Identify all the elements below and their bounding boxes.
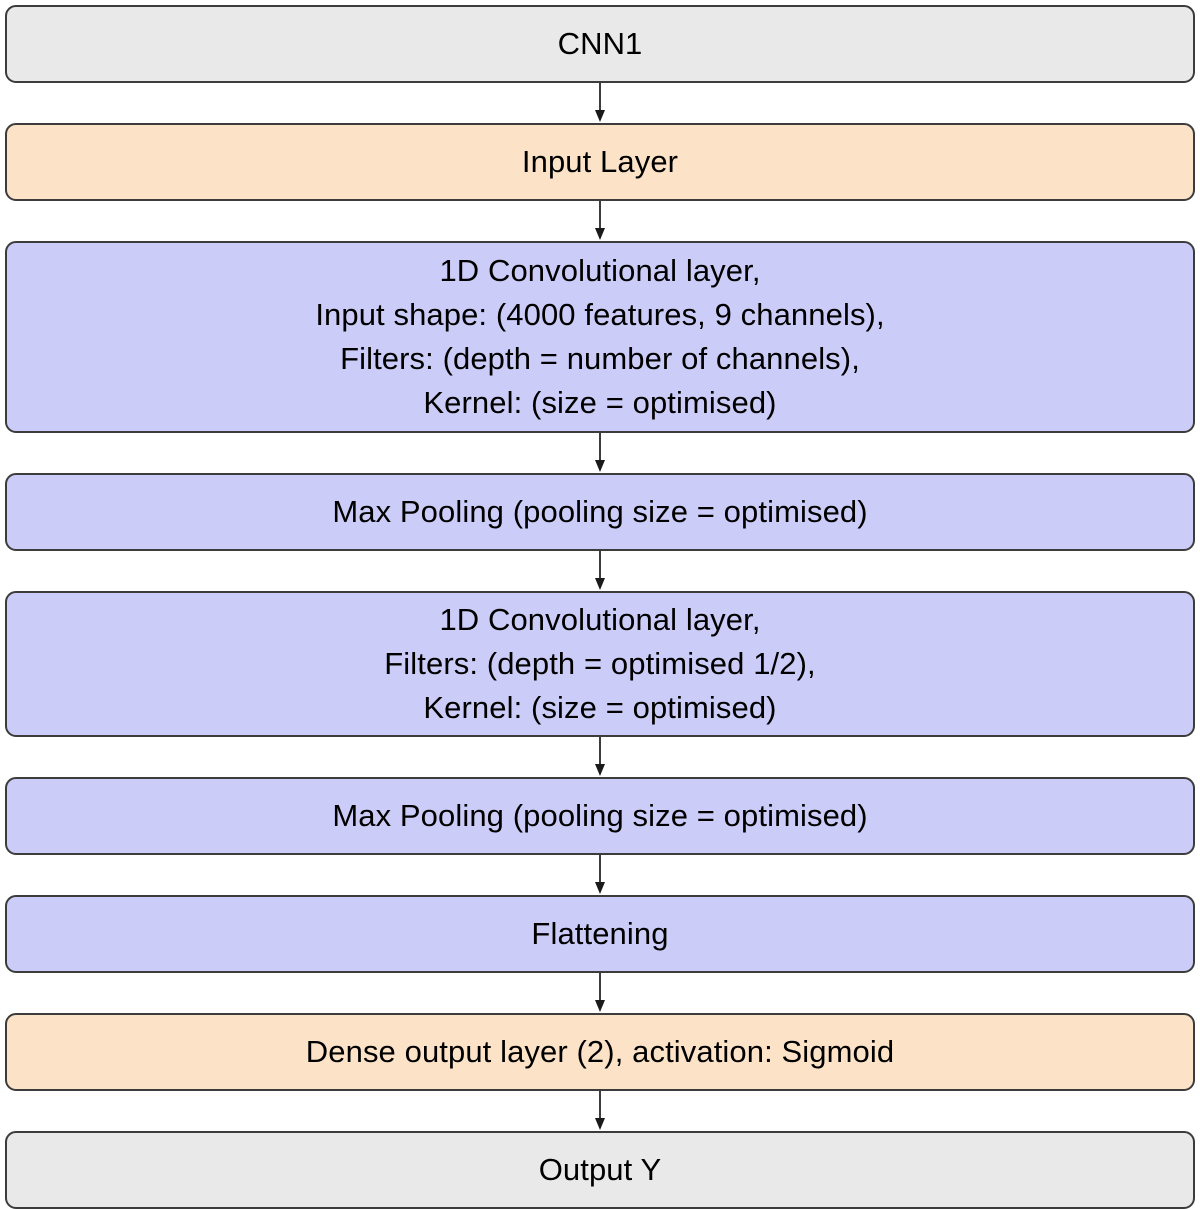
edge-input-layer-to-conv1d-1 [5, 201, 1195, 241]
edge-conv1d-1-to-maxpool-1 [5, 433, 1195, 473]
node-dense-output: Dense output layer (2), activation: Sigm… [5, 1013, 1195, 1091]
node-maxpool-2: Max Pooling (pooling size = optimised) [5, 777, 1195, 855]
node-flattening-label: Flattening [531, 916, 669, 951]
node-output-y: Output Y [5, 1131, 1195, 1209]
edge-flattening-to-dense-output [5, 973, 1195, 1013]
node-conv1d-1: 1D Convolutional layer, Input shape: (40… [5, 241, 1195, 433]
node-maxpool-1: Max Pooling (pooling size = optimised) [5, 473, 1195, 551]
node-output-y-label: Output Y [538, 1152, 662, 1187]
node-conv1d-2-label: 1D Convolutional layer, Filters: (depth … [384, 602, 816, 725]
node-conv1d-2: 1D Convolutional layer, Filters: (depth … [5, 591, 1195, 737]
node-input-layer-label: Input Layer [521, 144, 679, 179]
node-maxpool-2-label: Max Pooling (pooling size = optimised) [332, 798, 868, 833]
edge-dense-output-to-output-y [5, 1091, 1195, 1131]
node-input-layer: Input Layer [5, 123, 1195, 201]
node-flattening: Flattening [5, 895, 1195, 973]
edge-maxpool-1-to-conv1d-2 [5, 551, 1195, 591]
edge-conv1d-2-to-maxpool-2 [5, 737, 1195, 777]
node-conv1d-1-label: 1D Convolutional layer, Input shape: (40… [315, 253, 885, 420]
edge-cnn1-to-input-layer [5, 83, 1195, 123]
node-cnn1: CNN1 [5, 5, 1195, 83]
node-dense-output-label: Dense output layer (2), activation: Sigm… [305, 1034, 895, 1069]
node-cnn1-label: CNN1 [557, 26, 643, 61]
edge-maxpool-2-to-flattening [5, 855, 1195, 895]
node-maxpool-1-label: Max Pooling (pooling size = optimised) [332, 494, 868, 529]
